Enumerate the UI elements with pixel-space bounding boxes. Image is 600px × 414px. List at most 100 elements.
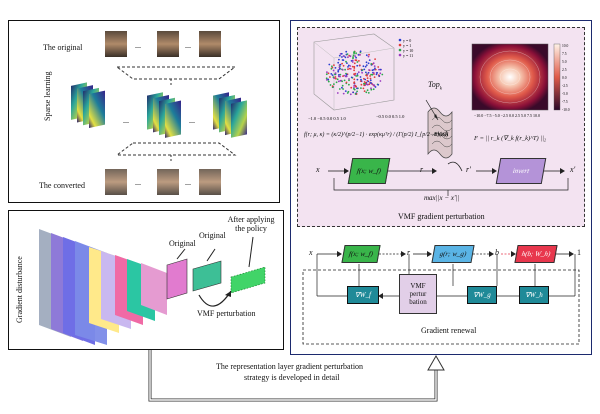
scatter-point	[369, 82, 372, 84]
scatter-point	[360, 78, 362, 81]
label-after-policy: After applying the policy	[227, 215, 275, 233]
scatter-point	[381, 73, 384, 76]
scatter-point	[357, 54, 360, 56]
label-max-distance: max||x − x'||	[424, 194, 460, 202]
scatter-point	[341, 80, 343, 83]
scatter-point	[339, 79, 342, 82]
colorbar-ticks: 10.07.55.02.50.0-2.5-5.0-7.5-10.0	[562, 44, 570, 112]
scatter-point	[351, 61, 354, 63]
scatter-point	[336, 78, 339, 81]
scatter-point	[378, 75, 381, 77]
scatter-point	[341, 69, 344, 71]
svg-text:...: ...	[189, 116, 195, 125]
scatter-point	[365, 71, 367, 74]
colorbar-tick-label: -2.5	[562, 84, 568, 88]
scatter-point	[365, 64, 368, 66]
colorbar-tick-label: 2.5	[562, 68, 567, 72]
caption-vmf-gradient-perturbation: VMF gradient perturbation	[398, 212, 485, 221]
scatter-point	[352, 91, 354, 94]
scatter-point	[349, 93, 352, 96]
scatter-point	[325, 77, 328, 80]
scatter-point	[360, 87, 362, 89]
scatter-point	[353, 86, 355, 88]
scatter-point	[335, 77, 337, 80]
scatter-point	[353, 87, 355, 90]
svg-text:...: ...	[135, 41, 141, 50]
scatter-point	[329, 84, 332, 86]
scatter-point	[338, 74, 340, 76]
scatter-point	[345, 60, 347, 63]
scatter-point	[334, 76, 337, 78]
scatter-point	[354, 55, 357, 58]
sparse-learning-panel: The original The converted Sparse learni…	[8, 20, 280, 203]
scatter-point	[346, 62, 348, 64]
scatter-point	[367, 71, 370, 74]
scatter-point	[354, 59, 357, 62]
scatter-point	[341, 62, 343, 65]
scatter-point	[366, 77, 369, 79]
scatter-point	[377, 66, 380, 68]
scatter-point	[341, 84, 344, 87]
scatter-point	[342, 92, 345, 95]
scatter-point	[353, 82, 355, 84]
scatter-point	[355, 75, 358, 77]
scatter-point	[379, 80, 382, 82]
scatter-point	[342, 64, 345, 67]
scatter-point	[357, 71, 360, 74]
svg-text:...: ...	[123, 116, 129, 125]
scatter-point	[360, 83, 363, 86]
label-r: r	[420, 165, 424, 174]
scatter-point	[349, 55, 352, 58]
legend-y11: y = 11	[403, 53, 413, 58]
colorbar-tick-label: -5.0	[562, 92, 568, 96]
scatter-point	[342, 75, 344, 77]
scatter-point	[329, 76, 331, 78]
scatter-point	[338, 54, 341, 57]
scatter-point	[359, 76, 362, 78]
label-mask: mask	[434, 130, 449, 138]
scatter-point	[348, 78, 350, 80]
scatter-point	[368, 53, 370, 56]
vmf-box-line1: VMF	[410, 282, 426, 290]
heatmap: −10.0 −7.5 −5.0 −2.5 0.0 2.5 5.0 7.5 10.…	[471, 43, 561, 118]
scatter-point	[344, 68, 346, 71]
scatter-point	[371, 73, 374, 76]
label-the-converted: The converted	[39, 181, 85, 190]
gradient-renewal-panel: x f(x; w_f) r g(r; w_g) b h(b; W_h) 1 ∇W…	[297, 232, 585, 348]
scatter-point	[364, 65, 367, 68]
scatter-point	[347, 56, 349, 59]
scatter-point	[348, 83, 350, 86]
scatter-point	[337, 75, 340, 78]
legend-y10: y = 10	[403, 48, 413, 53]
scatter-point	[342, 55, 345, 57]
scatter-point	[361, 71, 363, 74]
scatter-point	[356, 90, 358, 93]
mask-block	[425, 99, 453, 159]
scatter-point	[371, 83, 374, 86]
gradient-disturbance-panel: Gradient disturbance Original Original A…	[8, 210, 284, 350]
scatter-point	[346, 53, 349, 55]
scatter-point	[374, 86, 377, 88]
scatter-point	[325, 73, 328, 76]
scatter-point	[368, 59, 371, 61]
scatter-point	[339, 63, 342, 66]
scatter-point	[347, 90, 350, 93]
scatter-point	[326, 71, 328, 73]
scatter-point	[364, 82, 367, 84]
scatter-point	[337, 80, 340, 83]
scatter-point	[359, 80, 362, 82]
scatter-point	[358, 64, 361, 67]
scatter-point	[371, 69, 374, 72]
scatter-point	[331, 85, 334, 87]
scatter-point	[353, 50, 356, 53]
scatter-point	[337, 61, 340, 64]
scatter-point	[352, 56, 354, 58]
scatter-point	[350, 76, 353, 79]
scatter-point	[366, 73, 369, 76]
scatter-point	[333, 64, 335, 66]
scatter-point	[355, 52, 357, 55]
label-x-prime: x'	[570, 165, 576, 174]
scatter-point	[370, 88, 373, 91]
scatter-point	[370, 87, 372, 90]
scatter-point	[344, 56, 347, 59]
